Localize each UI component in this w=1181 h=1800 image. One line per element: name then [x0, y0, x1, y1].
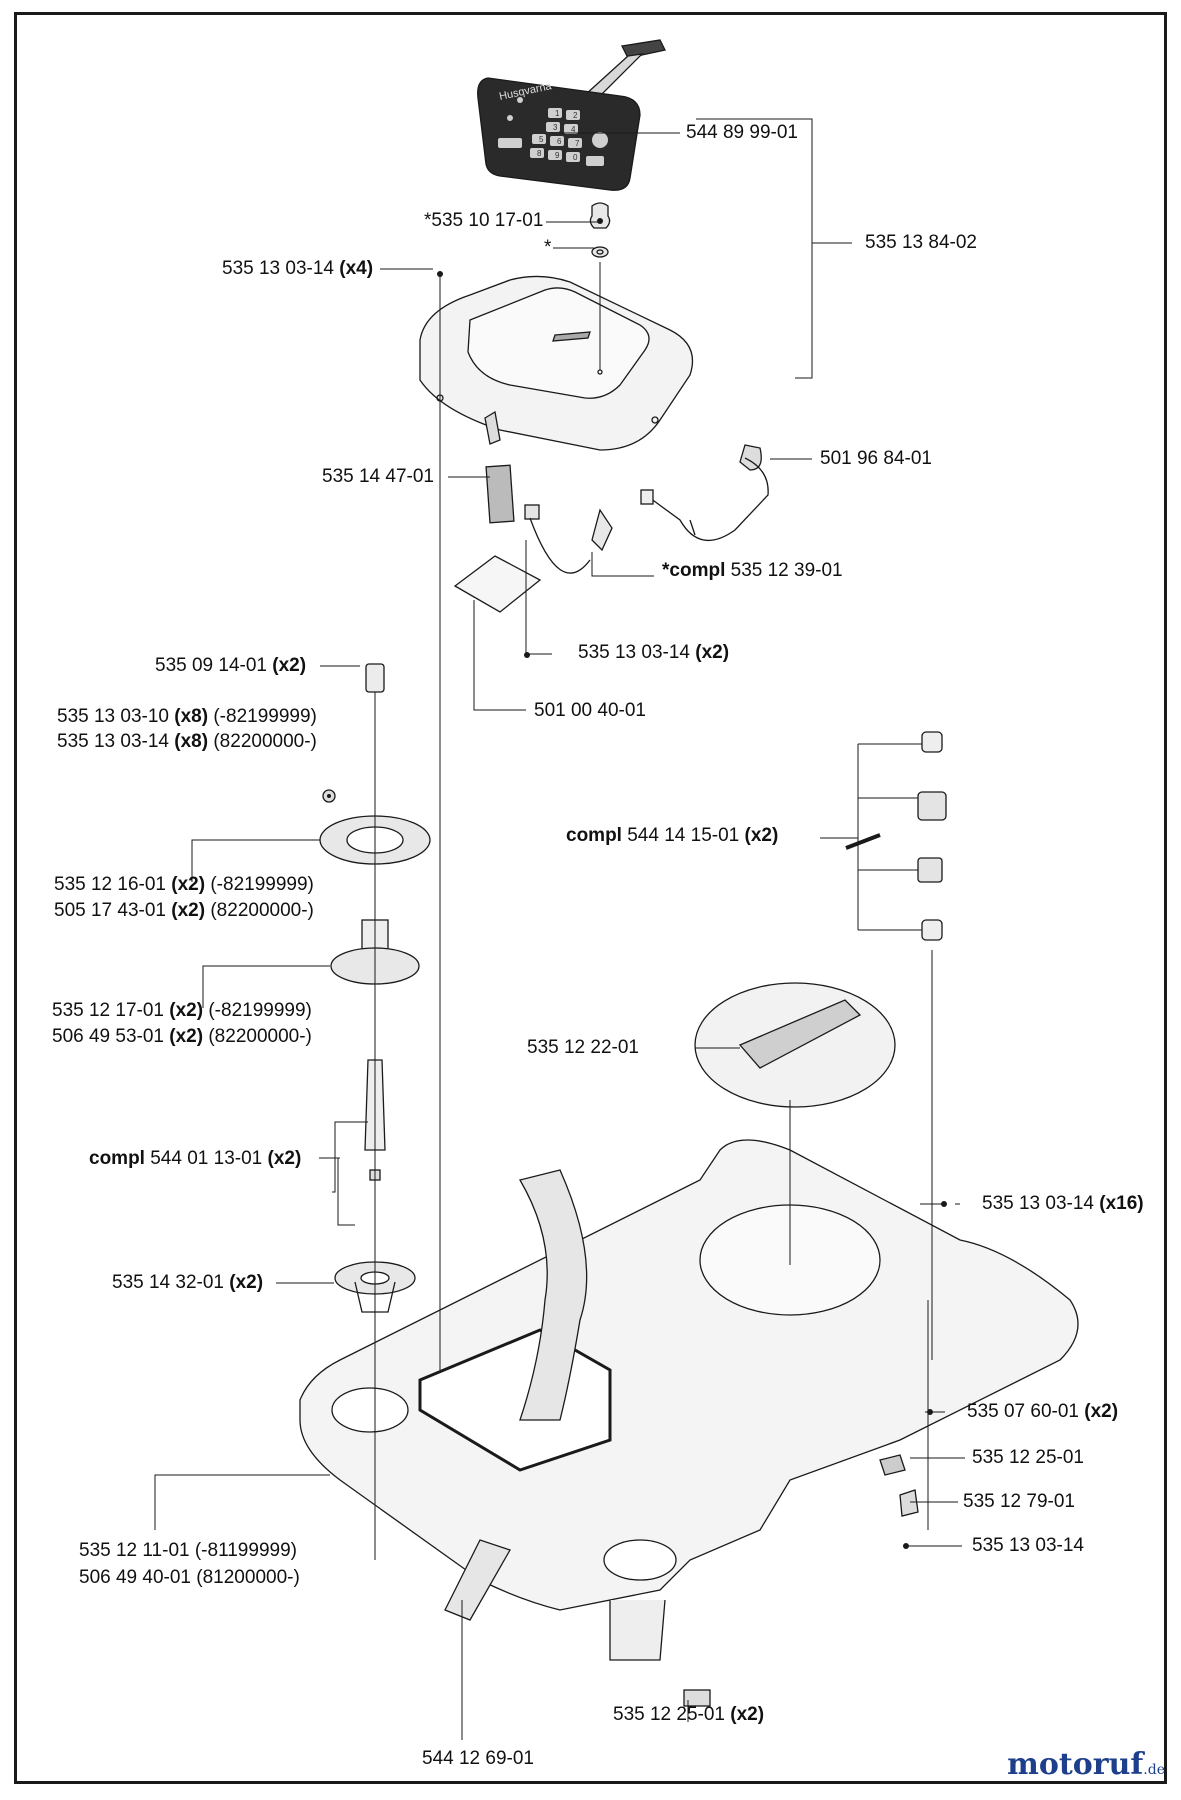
label-chassis-a: 535 12 11-01 (-81199999)	[79, 1540, 297, 1561]
label-pin-compl: compl 544 01 13-01 (x2)	[89, 1148, 302, 1169]
keypad-key: 5	[539, 135, 544, 144]
label-chassis-b: 506 49 40-01 (81200000-)	[79, 1567, 300, 1588]
label-cable-compl: *compl 535 12 39-01	[662, 560, 843, 581]
keypad-key: 8	[537, 149, 542, 158]
keypad-key: 6	[557, 137, 562, 146]
keypad-key: 0	[573, 153, 578, 162]
label-round-lid: 535 12 22-01	[527, 1037, 639, 1058]
label-washer: *	[544, 237, 552, 258]
label-grommet: 535 14 32-01 (x2)	[112, 1272, 264, 1293]
label-screw-x8-b: 535 13 03-14 (x8) (82200000-)	[57, 731, 317, 752]
keypad-key: 4	[571, 125, 576, 134]
label-screw-single: 535 13 03-14	[972, 1535, 1084, 1556]
chassis-base	[299, 1139, 1079, 1707]
label-tape-x2: 535 12 25-01 (x2)	[613, 1704, 765, 1725]
label-screw-x2: 535 13 03-14 (x2)	[578, 642, 730, 663]
label-sheet: 501 00 40-01	[534, 700, 646, 721]
label-screw-x8-a: 535 13 03-10 (x8) (-82199999)	[57, 706, 317, 727]
watermark-logo: motoruf.de	[1007, 1747, 1165, 1782]
label-bushing: 535 09 14-01 (x2)	[155, 655, 307, 676]
label-cover-kit: 535 13 84-02	[865, 232, 977, 253]
round-lid	[694, 982, 896, 1108]
label-foam-pad: 535 14 47-01	[322, 466, 434, 487]
label-harness: 501 96 84-01	[820, 448, 932, 469]
keypad-membrane	[477, 39, 666, 191]
label-flange-b: 505 17 43-01 (x2) (82200000-)	[54, 900, 314, 921]
label-ribbon-cable: 544 12 69-01	[422, 1748, 534, 1769]
label-flange-a: 535 12 16-01 (x2) (-82199999)	[54, 874, 314, 895]
top-cover	[419, 275, 694, 451]
label-clip: 535 12 79-01	[963, 1491, 1075, 1512]
keypad-key: 7	[575, 139, 580, 148]
knob-part	[589, 202, 611, 258]
label-keypad: 544 89 99-01	[686, 122, 798, 143]
label-tape: 535 12 25-01	[972, 1447, 1084, 1468]
keypad-key: 9	[555, 151, 560, 160]
label-washer-x2: 535 07 60-01 (x2)	[967, 1401, 1119, 1422]
label-sleeve-a: 535 12 17-01 (x2) (-82199999)	[52, 1000, 312, 1021]
label-sleeve-b: 506 49 53-01 (x2) (82200000-)	[52, 1026, 312, 1047]
wire-harness	[524, 444, 769, 574]
pcb-label-sheet	[453, 555, 542, 613]
leader-lines	[154, 118, 965, 1740]
label-hinge-compl: compl 544 14 15-01 (x2)	[566, 825, 779, 846]
keypad-key: 3	[553, 123, 558, 132]
diagram-frame	[14, 12, 1167, 1784]
keypad-key: 1	[555, 109, 560, 118]
label-screw-x16: 535 13 03-14 (x16)	[982, 1193, 1144, 1214]
keypad-key: 2	[573, 111, 578, 120]
hinge-stack	[845, 731, 947, 941]
leader-dots	[327, 218, 947, 1549]
foam-pad	[485, 464, 515, 524]
label-knob: *535 10 17-01	[424, 210, 544, 231]
label-screw-x4: 535 13 03-14 (x4)	[222, 258, 374, 279]
